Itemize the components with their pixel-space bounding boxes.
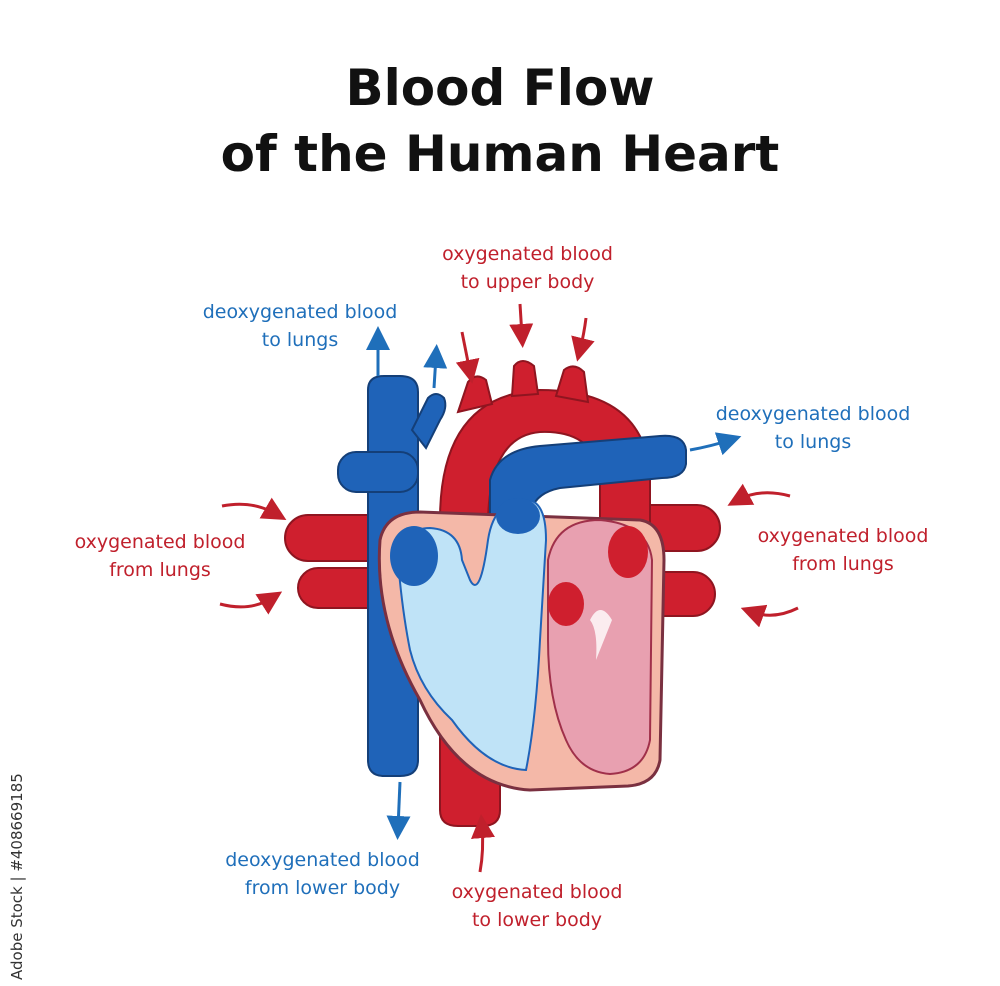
diagram-title: Blood Flow of the Human Heart: [0, 55, 1000, 187]
arrow-from-lower-body: [386, 781, 411, 840]
label-line: oxygenated blood: [74, 531, 246, 553]
label-deoxygenated-to-lungs-right: deoxygenated blood to lungs: [698, 400, 928, 456]
label-deoxygenated-to-lungs-left: deoxygenated blood to lungs: [185, 298, 415, 354]
label-oxygenated-from-lungs-right: oxygenated blood from lungs: [738, 522, 948, 578]
label-line: oxygenated blood: [451, 881, 623, 903]
title-line-1: Blood Flow: [345, 59, 655, 117]
label-line: to lungs: [261, 329, 339, 351]
label-oxygenated-from-lungs-left: oxygenated blood from lungs: [55, 528, 265, 584]
stock-watermark: Adobe Stock | #408669185: [8, 773, 26, 980]
label-line: to lower body: [471, 909, 603, 931]
label-line: deoxygenated blood: [715, 403, 911, 425]
label-line: deoxygenated blood: [202, 301, 398, 323]
arrow-to-lungs-right: [689, 432, 742, 456]
label-oxygenated-to-upper-body: oxygenated blood to upper body: [420, 240, 635, 296]
title-line-2: of the Human Heart: [220, 125, 780, 183]
label-oxygenated-to-lower-body: oxygenated blood to lower body: [432, 878, 642, 934]
vena-cava-branch: [337, 451, 419, 493]
label-line: to lungs: [774, 431, 852, 453]
aorta-branch-3: [554, 365, 590, 404]
arrows-upper-body: [455, 303, 595, 384]
label-line: from lungs: [792, 553, 894, 575]
pulmonary-valve-opening: [496, 498, 540, 534]
left-atrium-opening: [608, 526, 648, 578]
label-line: from lungs: [109, 559, 211, 581]
mitral-valve: [590, 610, 612, 660]
pulmonary-artery: [489, 434, 687, 561]
aorta-branch-2: [510, 360, 540, 398]
aortic-valve-opening: [548, 582, 584, 626]
label-deoxygenated-from-lower-body: deoxygenated blood from lower body: [205, 846, 440, 902]
arrows-to-lungs-top: [366, 326, 448, 389]
arrows-from-lungs-left: [219, 497, 287, 615]
label-line: from lower body: [244, 877, 401, 899]
label-line: to upper body: [460, 271, 595, 293]
label-line: oxygenated blood: [442, 243, 613, 265]
arrows-from-lungs-right: [727, 483, 799, 628]
arrow-to-lower-body: [471, 814, 495, 873]
label-line: deoxygenated blood: [225, 849, 420, 871]
right-atrium-opening: [390, 526, 438, 586]
label-line: oxygenated blood: [757, 525, 929, 547]
vena-cava-upper-branch: [410, 393, 447, 450]
